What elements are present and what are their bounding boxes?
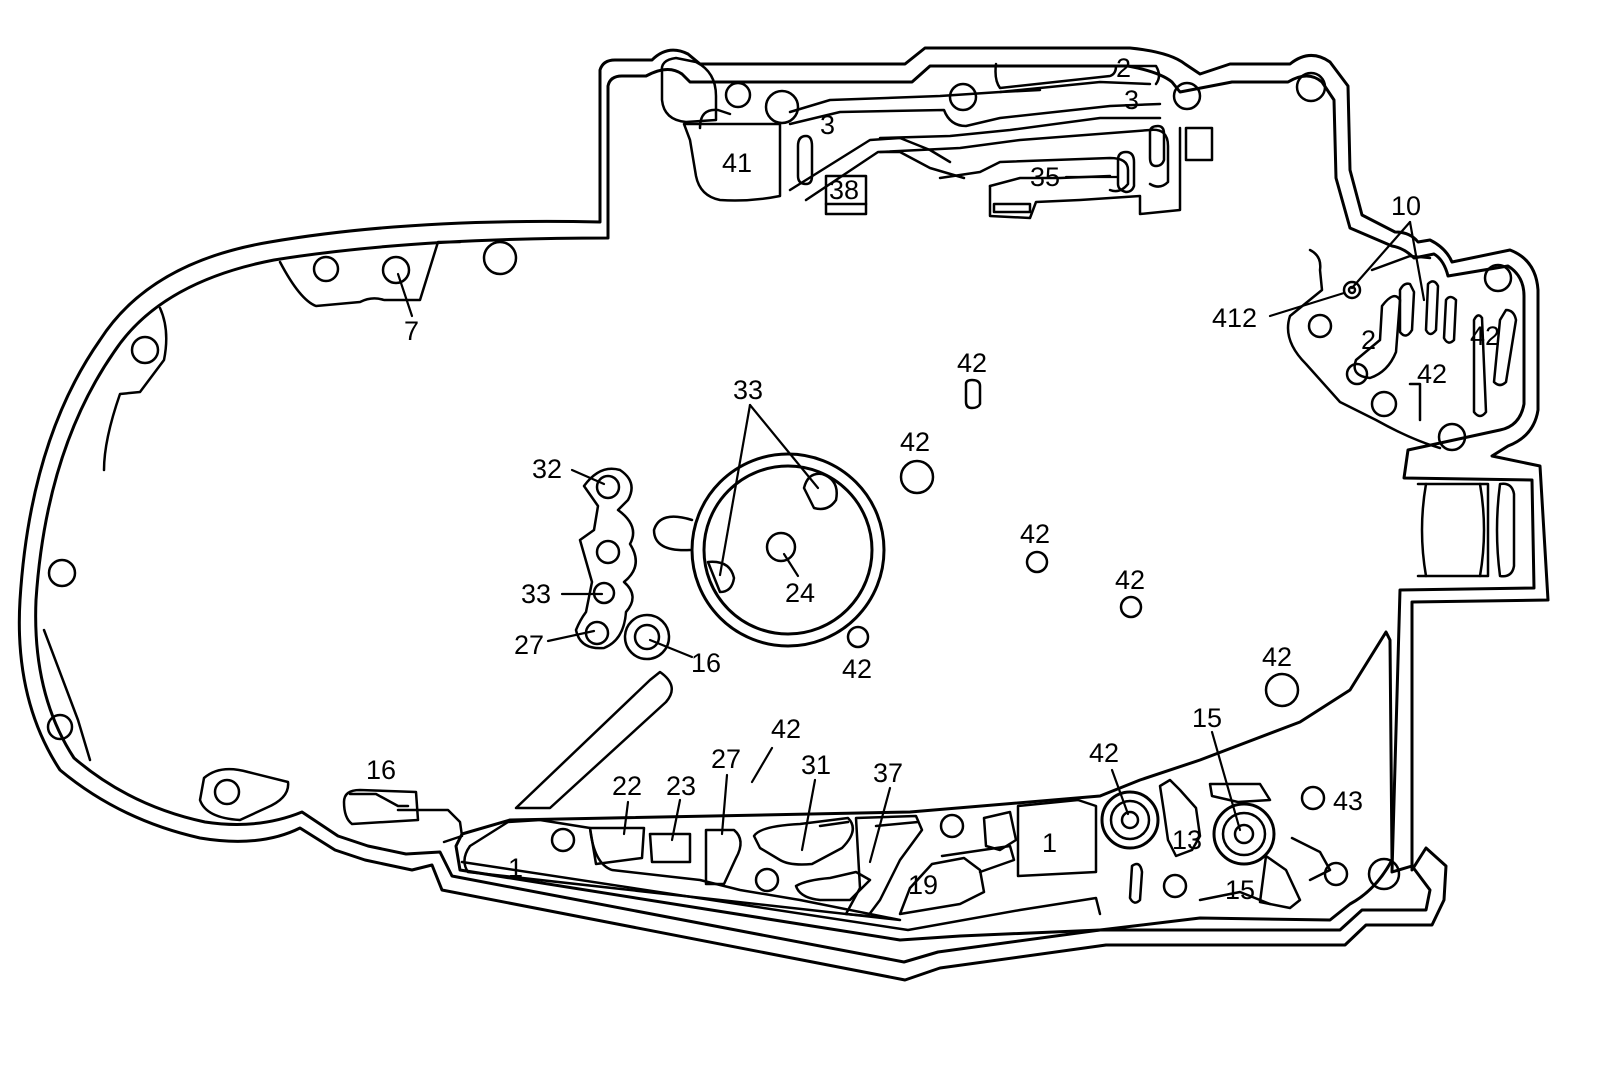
label-16-bottom: 16 xyxy=(366,755,396,785)
label-15-bottom: 15 xyxy=(1225,875,1255,905)
label-15-top: 15 xyxy=(1192,703,1222,733)
label-42-f: 42 xyxy=(1262,642,1292,672)
label-42-g: 42 xyxy=(771,714,801,744)
label-33-left: 33 xyxy=(521,579,551,609)
label-38: 38 xyxy=(829,175,859,205)
lower-left-detail xyxy=(198,670,673,844)
bottom-channel-block xyxy=(454,630,1401,942)
upper-left-holes xyxy=(42,240,518,762)
label-42-right-a: 42 xyxy=(1470,321,1500,351)
label-42-c: 42 xyxy=(1020,519,1050,549)
label-42-center-mid: 42 xyxy=(900,427,930,457)
label-23: 23 xyxy=(666,771,696,801)
label-1-right: 1 xyxy=(1042,828,1057,858)
label-42-center-top: 42 xyxy=(957,348,987,378)
label-1-left: 1 xyxy=(508,853,523,883)
center-bore xyxy=(652,452,886,649)
label-3-top-left: 3 xyxy=(820,110,835,140)
label-13: 13 xyxy=(1172,825,1202,855)
right-side-detail xyxy=(1286,71,1518,578)
top-channels xyxy=(660,56,1214,220)
label-42-right-b: 42 xyxy=(1417,359,1447,389)
left-passage-stack xyxy=(574,467,671,661)
label-2-top: 2 xyxy=(1116,53,1131,83)
label-42-h: 42 xyxy=(1089,738,1119,768)
label-412: 412 xyxy=(1212,303,1257,333)
label-41: 41 xyxy=(722,148,752,178)
label-22: 22 xyxy=(612,771,642,801)
label-16-mid: 16 xyxy=(691,648,721,678)
label-7: 7 xyxy=(404,316,419,346)
label-42-e: 42 xyxy=(842,654,872,684)
outer-gasket-outline xyxy=(17,46,1550,982)
label-19: 19 xyxy=(908,870,938,900)
label-3-top-right: 3 xyxy=(1124,85,1139,115)
label-33-top: 33 xyxy=(733,375,763,405)
label-43: 43 xyxy=(1333,786,1363,816)
leader-lines xyxy=(396,175,1426,864)
scattered-holes xyxy=(899,378,1300,708)
label-2-right: 2 xyxy=(1361,325,1376,355)
label-37: 37 xyxy=(873,758,903,788)
label-27-bottom: 27 xyxy=(711,744,741,774)
label-32: 32 xyxy=(532,454,562,484)
label-24: 24 xyxy=(785,578,815,608)
label-27-left: 27 xyxy=(514,630,544,660)
label-35: 35 xyxy=(1030,162,1060,192)
label-42-d: 42 xyxy=(1115,565,1145,595)
callout-labels: 2 3 3 41 38 35 10 412 2 42 42 7 42 33 42… xyxy=(366,53,1500,905)
label-10: 10 xyxy=(1391,191,1421,221)
label-31: 31 xyxy=(801,750,831,780)
